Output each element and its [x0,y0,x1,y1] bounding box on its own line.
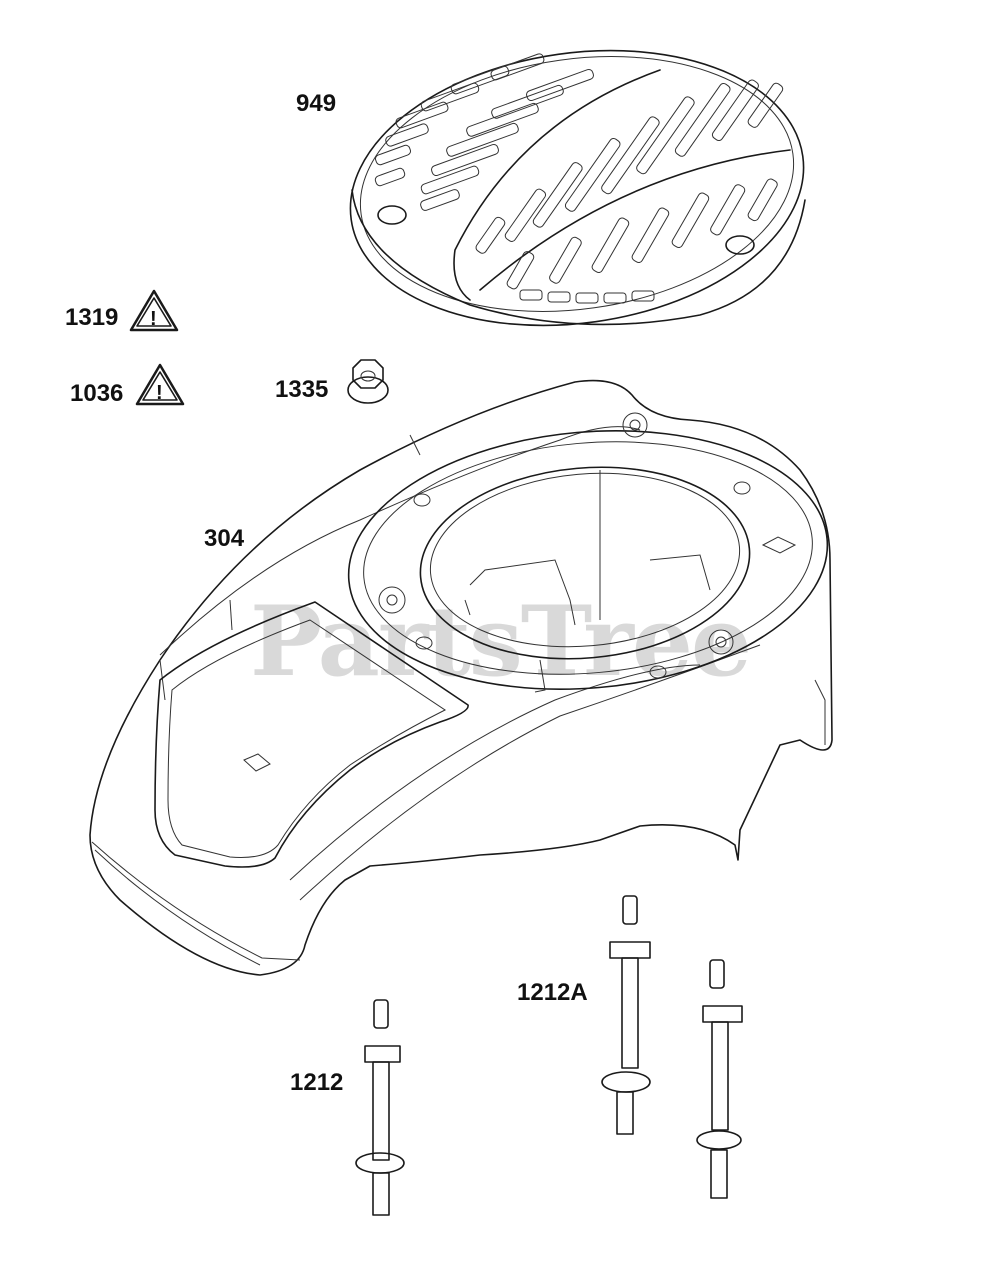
warning-label-1319-icon[interactable] [129,289,179,332]
callout-1036: 1036 [70,380,124,407]
callout-304: 304 [204,525,245,552]
callout-1335: 1335 [275,376,329,403]
warning-glyph-1319: ! [150,308,157,330]
mounting-stud-1212a-left[interactable] [601,895,651,1135]
callout-1212a: 1212A [517,979,588,1006]
grille-screen[interactable] [332,23,821,354]
flange-nut[interactable] [347,359,389,404]
blower-housing[interactable] [89,379,838,976]
warning-label-1036-icon[interactable] [135,363,185,406]
mounting-stud-1212[interactable] [355,999,405,1216]
callout-1319: 1319 [65,304,119,331]
callout-949: 949 [296,90,337,117]
mounting-stud-1212a-right[interactable] [696,959,743,1199]
callout-1212: 1212 [290,1069,344,1096]
warning-glyph-1036: ! [156,382,163,404]
